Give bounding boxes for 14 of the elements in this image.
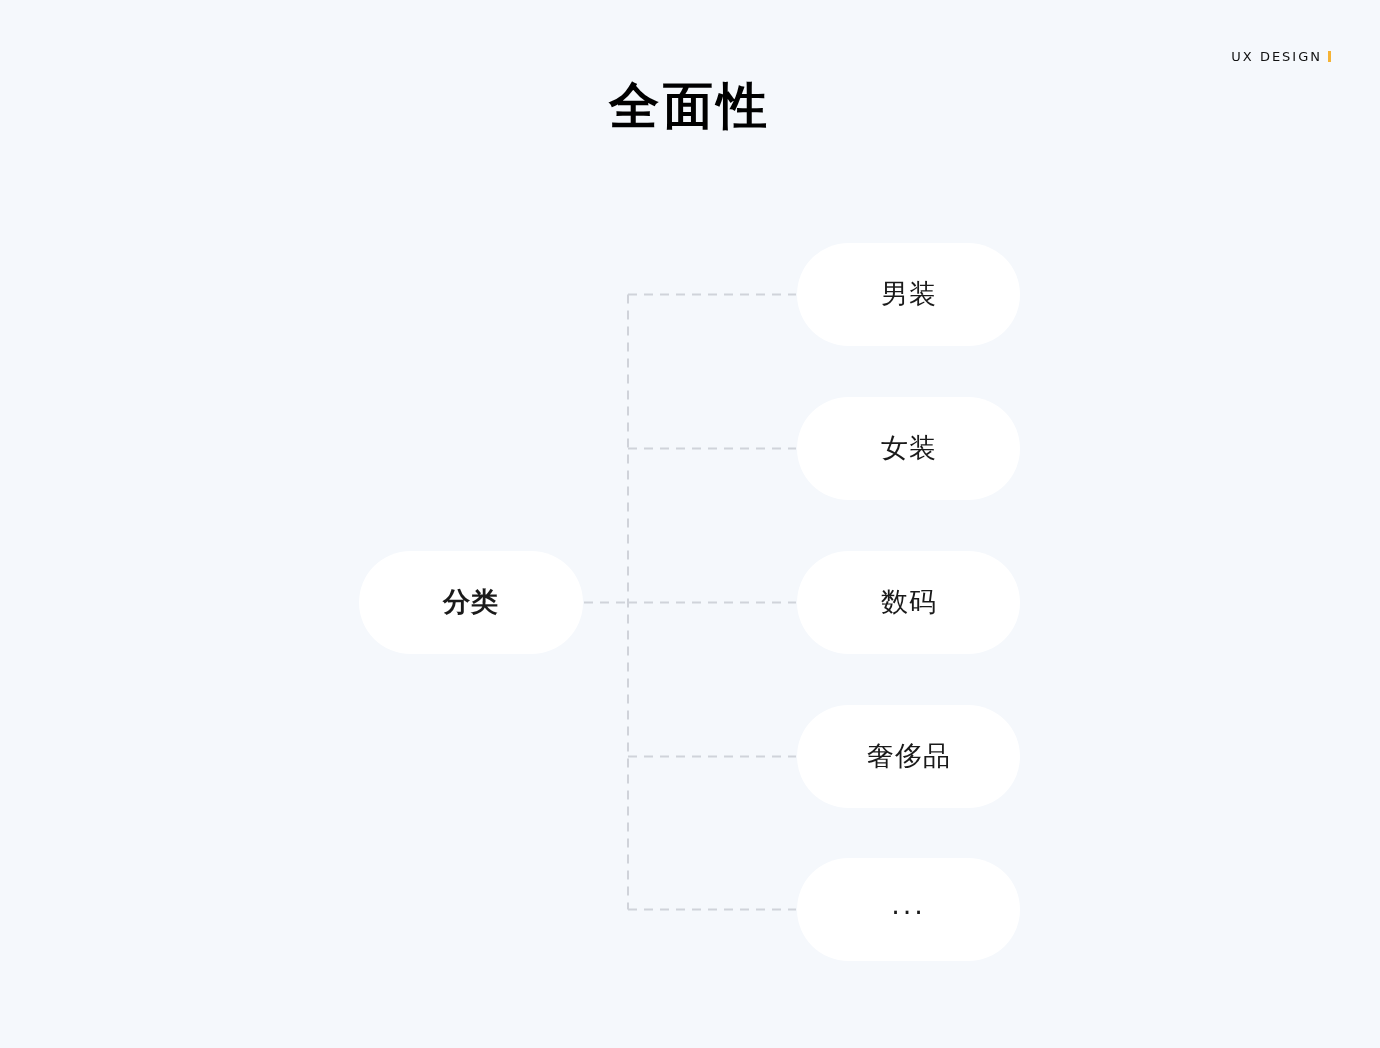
- dashed-connector: [627, 755, 797, 758]
- node-label: 数码: [880, 586, 937, 619]
- node-label: 分类: [443, 586, 499, 619]
- dashed-connector: [627, 293, 797, 296]
- dashed-connector: [627, 908, 797, 911]
- dashed-connector: [627, 601, 797, 604]
- title: 全面性: [607, 76, 772, 136]
- header-tag: UX DESIGN: [1231, 49, 1322, 65]
- node-label: 女装: [880, 432, 937, 465]
- node-label: 奢侈品: [866, 740, 951, 773]
- node-label: ...: [891, 889, 926, 922]
- node-label: 男装: [880, 278, 937, 311]
- dashed-connector: [627, 447, 797, 450]
- dashed-connector: [583, 293, 629, 911]
